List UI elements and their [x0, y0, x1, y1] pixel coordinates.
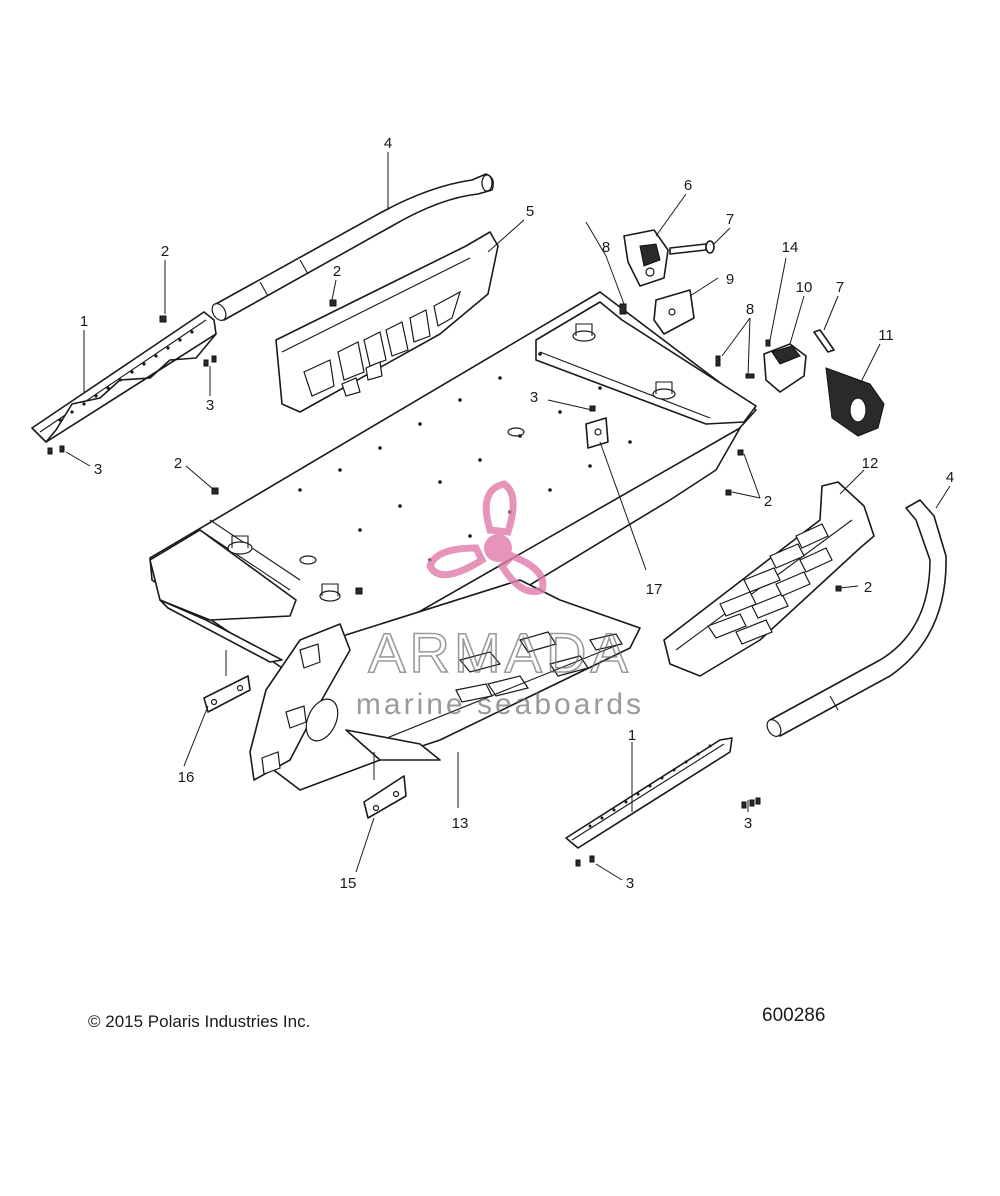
fasteners — [47, 299, 842, 867]
callout-13: 13 — [452, 815, 469, 832]
bracket-part-17 — [585, 417, 609, 449]
callout-15: 15 — [340, 875, 357, 892]
callout-4: 4 — [946, 469, 954, 486]
watermark-tagline: marine seaboards — [356, 688, 644, 721]
callout-3: 3 — [626, 875, 634, 892]
side-panel-part-5 — [275, 231, 499, 413]
callout-3: 3 — [530, 389, 538, 406]
callout-8: 8 — [602, 239, 610, 256]
callout-12: 12 — [862, 455, 879, 472]
callout-3: 3 — [206, 397, 214, 414]
bracket-part-10 — [763, 343, 807, 393]
side-panel-part-13 — [249, 579, 641, 791]
bolt-part-7 — [669, 240, 715, 255]
callout-4: 4 — [384, 135, 392, 152]
bumper-rail-part-1-right — [565, 737, 733, 849]
callout-7: 7 — [836, 279, 844, 296]
callout-9: 9 — [726, 271, 734, 288]
callout-1: 1 — [628, 727, 636, 744]
watermark-logo-blade — [426, 544, 487, 579]
callout-16: 16 — [178, 769, 195, 786]
callout-3: 3 — [94, 461, 102, 478]
figure-number: 600286 — [762, 1005, 826, 1026]
callout-2: 2 — [764, 493, 772, 510]
armada-watermark: ARMADA marine seaboards — [356, 480, 644, 721]
bumper-rail-part-1-left — [31, 311, 217, 443]
callout-7: 7 — [726, 211, 734, 228]
bracket-part-15 — [363, 775, 407, 819]
bracket-part-9 — [653, 289, 695, 335]
callout-labels: 4 5 2 2 1 3 3 6 7 8 9 14 10 7 8 11 3 2 2… — [80, 135, 954, 892]
pin-part-7-right — [813, 329, 835, 353]
watermark-logo-blade — [497, 551, 547, 595]
callout-8: 8 — [746, 301, 754, 318]
callout-3: 3 — [744, 815, 752, 832]
callout-2: 2 — [864, 579, 872, 596]
bracket-part-6 — [623, 229, 669, 287]
watermark-logo-blade — [482, 480, 517, 536]
callout-17: 17 — [646, 581, 663, 598]
watermark-logo-hub — [484, 534, 512, 562]
callout-6: 6 — [684, 177, 692, 194]
cover-part-11 — [825, 367, 885, 437]
tube-part-4-top — [211, 173, 494, 321]
copyright-notice: © 2015 Polaris Industries Inc. — [88, 1012, 311, 1031]
leader-lines — [65, 152, 951, 881]
callout-14: 14 — [782, 239, 799, 256]
callout-1: 1 — [80, 313, 88, 330]
tube-part-4-right — [766, 499, 947, 737]
callout-2: 2 — [333, 263, 341, 280]
watermark-brand: ARMADA — [368, 621, 632, 684]
callout-2: 2 — [174, 455, 182, 472]
callout-10: 10 — [796, 279, 813, 296]
callout-2: 2 — [161, 243, 169, 260]
side-panel-part-12 — [663, 481, 875, 677]
callout-5: 5 — [526, 203, 534, 220]
callout-11: 11 — [878, 327, 894, 344]
bracket-part-16 — [203, 675, 251, 713]
